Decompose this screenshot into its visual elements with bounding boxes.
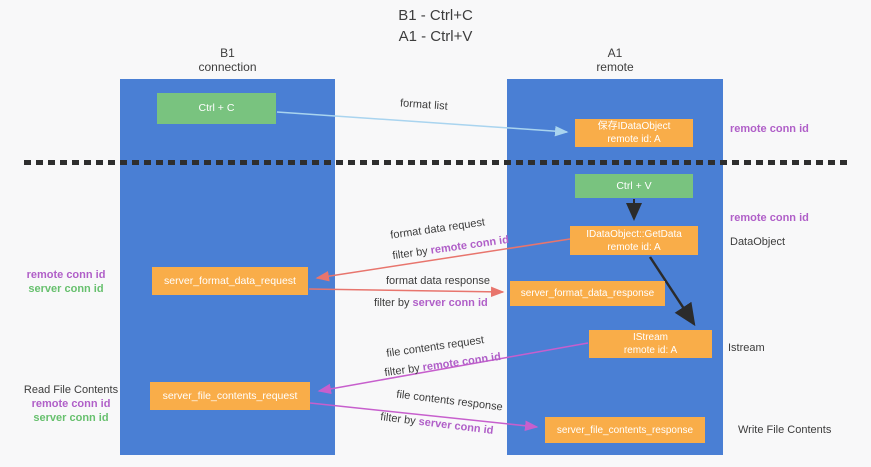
file-contents-request-arrow: [317, 342, 589, 395]
getdata-to-istream-arrow: [648, 256, 696, 327]
title-line-2: A1 - Ctrl+V: [398, 28, 473, 45]
server-file-contents-response-label: server_file_contents_response: [556, 424, 694, 436]
getdata-line1: IDataObject::GetData: [586, 228, 682, 240]
istream-line2: remote id: A: [623, 345, 678, 356]
lane-b1-name: B1: [220, 46, 235, 60]
box-save-idataobject: 保存IDataObject remote id: A: [575, 119, 693, 147]
box-ctrl-c: Ctrl + C: [157, 93, 276, 124]
annotation-remote-conn-id-bottom-left: remote conn id: [31, 398, 111, 410]
annotation-left-conn-ids-mid: remote conn id server conn id: [10, 268, 122, 296]
annotation-remote-conn-id-mid-left: remote conn id: [26, 269, 106, 281]
ctrl-c-label: Ctrl + C: [198, 102, 235, 114]
annotation-read-file-contents: Read File Contents: [23, 384, 119, 396]
title-line-1: B1 - Ctrl+C: [398, 7, 473, 24]
annotation-left-bottom-group: Read File Contents remote conn id server…: [10, 383, 132, 425]
server-format-data-response-label: server_format_data_response: [520, 288, 655, 299]
box-server-file-contents-request: server_file_contents_request: [150, 382, 310, 410]
format-data-request-arrow: [315, 238, 571, 282]
getdata-line2: remote id: A: [607, 241, 661, 253]
save-idataobject-line2: remote id: A: [607, 134, 661, 145]
label-filter-by-server-1: filter by server conn id: [374, 297, 488, 309]
box-idataobject-getdata: IDataObject::GetData remote id: A: [570, 226, 698, 255]
format-data-response-arrow: [308, 286, 505, 298]
server-conn-id-text: server conn id: [412, 297, 488, 309]
lane-header-a1: A1 remote: [507, 46, 723, 74]
lane-a1-subtitle: remote: [596, 60, 634, 74]
box-istream: IStream remote id: A: [589, 330, 712, 358]
lane-header-b1: B1 connection: [120, 46, 335, 74]
server-format-data-request-label: server_format_data_request: [164, 274, 296, 287]
ctrl-v-label: Ctrl + V: [616, 179, 652, 192]
istream-line1: IStream: [632, 332, 668, 343]
annotation-server-conn-id-bottom-left: server conn id: [33, 412, 109, 424]
annotation-remote-conn-id-mid-right: remote conn id: [730, 212, 809, 224]
page-title: B1 - Ctrl+C A1 - Ctrl+V: [0, 5, 871, 47]
annotation-dataobject: DataObject: [730, 236, 786, 248]
annotation-istream: Istream: [728, 342, 765, 354]
filter-by-text: filter by: [374, 297, 410, 309]
box-server-format-data-request: server_format_data_request: [152, 267, 308, 295]
save-idataobject-line1: 保存IDataObject: [597, 121, 671, 132]
box-server-format-data-response: server_format_data_response: [510, 281, 665, 306]
lane-b1-subtitle: connection: [198, 60, 257, 74]
session-divider-line: [24, 160, 848, 165]
annotation-write-file-contents: Write File Contents: [738, 424, 832, 436]
lane-a1-name: A1: [607, 46, 623, 60]
annotation-remote-conn-id-top-right: remote conn id: [730, 123, 809, 135]
annotation-server-conn-id-mid-left: server conn id: [28, 283, 104, 295]
box-ctrl-v: Ctrl + V: [575, 174, 693, 198]
box-server-file-contents-response: server_file_contents_response: [545, 417, 705, 443]
format-list-arrow: [276, 111, 569, 137]
label-format-data-response: format data response: [386, 275, 490, 287]
server-file-contents-request-label: server_file_contents_request: [162, 389, 298, 402]
file-contents-response-arrow: [309, 402, 539, 431]
